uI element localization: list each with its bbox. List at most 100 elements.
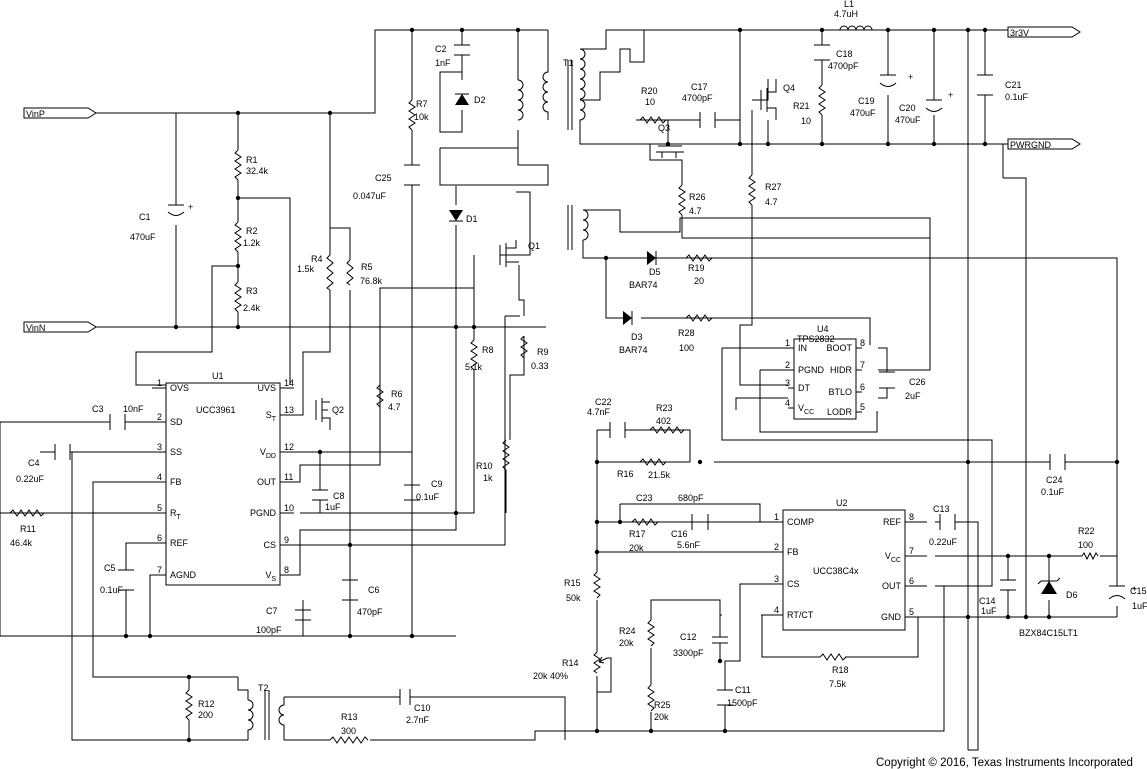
- label-c25v: 0.047uF: [353, 191, 387, 201]
- ic-u4-pin-number: 7: [860, 360, 865, 370]
- svg-text:+: +: [908, 72, 913, 82]
- label-c19v: 470uF: [850, 108, 876, 118]
- junctions: [123, 27, 1120, 743]
- ic-u1-pin-number: 7: [157, 565, 162, 575]
- ic-u1-pin-label: VS: [265, 570, 276, 583]
- label-r9: R9: [537, 347, 549, 357]
- ic-u2-pin-label: VCC: [885, 551, 901, 564]
- label-r16v: 21.5k: [648, 470, 671, 480]
- label-r5: R5: [361, 262, 373, 272]
- ic-u1-pin-label: REF: [170, 538, 189, 548]
- label-r26: R26: [689, 192, 706, 202]
- ic-u2-pin-label: REF: [883, 517, 902, 527]
- label-r15: R15: [564, 578, 581, 588]
- label-r6: R6: [391, 389, 403, 399]
- label-c7: C7: [266, 606, 278, 616]
- ic-u1-pin-number: 9: [284, 535, 289, 545]
- ic-u4-pin-label: VCC: [798, 403, 814, 416]
- label-r21v: 10: [801, 116, 811, 126]
- label-c3: C3: [92, 404, 104, 414]
- ic-u1-pin-number: 14: [284, 378, 294, 388]
- label-r8v: 5.1k: [465, 362, 483, 372]
- label-c6: C6: [368, 585, 380, 595]
- label-r20v: 10: [645, 97, 655, 107]
- ic-u2-pin-label: RT/CT: [787, 610, 814, 620]
- ic-u4-pin-number: 2: [785, 360, 790, 370]
- label-t1: T1: [563, 58, 574, 68]
- label-d1: D1: [466, 214, 478, 224]
- label-c18: C18: [836, 49, 853, 59]
- label-r10v: 1k: [483, 473, 493, 483]
- ic-u2-ref: U2: [836, 498, 848, 508]
- label-c10v: 2.7nF: [406, 715, 430, 725]
- ic-u1-pin-number: 10: [284, 503, 294, 513]
- ic-u2-pin-number: 8: [909, 512, 914, 522]
- label-c10: C10: [414, 703, 431, 713]
- label-r15v: 50k: [566, 593, 581, 603]
- label-r27v: 4.7: [765, 197, 778, 207]
- label-r22: R22: [1078, 526, 1095, 536]
- ic-u1-pin-label: ST: [266, 410, 277, 423]
- port-3r3v[interactable]: 3r3V: [1007, 26, 1081, 38]
- ic-u2-name: UCC38C4x: [813, 566, 859, 576]
- svg-text:+: +: [948, 90, 953, 100]
- ic-u1-pin-number: 3: [157, 442, 162, 452]
- ic-u2-pin-number: 3: [774, 574, 779, 584]
- magnetics: [237, 25, 873, 740]
- label-c22v: 4.7nF: [587, 407, 611, 417]
- label-r11v: 46.4k: [10, 538, 33, 548]
- ic-u4-pin-label: LODR: [827, 407, 853, 417]
- label-r14: R14: [562, 658, 579, 668]
- label-c12v: 3300pF: [673, 648, 704, 658]
- label-r12: R12: [198, 699, 215, 709]
- ic-u2-pin-label: CS: [787, 579, 800, 589]
- label-r13: R13: [341, 712, 358, 722]
- label-c20v: 470uF: [895, 115, 921, 125]
- label-c16: C16: [671, 529, 688, 539]
- label-c7v: 100pF: [256, 625, 282, 635]
- ic-u4-pin-number: 4: [785, 398, 790, 408]
- ic-u2-pin-number: 4: [774, 605, 779, 615]
- label-c8: C8: [333, 491, 345, 501]
- label-c22: C22: [595, 397, 612, 407]
- ic-u4-pin-label: IN: [798, 343, 807, 353]
- ic-u1-name: UCC3961: [196, 405, 236, 415]
- label-r7: R7: [416, 99, 428, 109]
- ic-u1-ref: U1: [212, 371, 224, 381]
- label-c5: C5: [104, 563, 116, 573]
- label-r10: R10: [476, 461, 493, 471]
- label-r17v: 20k: [629, 543, 644, 553]
- ic-u1-pin-label: SD: [170, 417, 183, 427]
- ic-u1-pin-number: 1: [157, 378, 162, 388]
- port-vinp[interactable]: VinP: [23, 107, 97, 119]
- label-r18: R18: [832, 665, 849, 675]
- label-r2: R2: [246, 226, 258, 236]
- label-t2: T2: [258, 683, 269, 693]
- ic-u1-pin-label: RT: [170, 508, 182, 521]
- ic-u4-pin-number: 6: [860, 382, 865, 392]
- label-r25: R25: [654, 700, 671, 710]
- label-d3: D3: [631, 332, 643, 342]
- label-c25: C25: [375, 173, 392, 183]
- label-r6v: 4.7: [388, 402, 401, 412]
- label-c24: C24: [1046, 475, 1063, 485]
- label-r19v: 20: [694, 276, 704, 286]
- ic-u2-pin-number: 5: [909, 607, 914, 617]
- port-vinn[interactable]: VinN: [23, 321, 97, 333]
- ic-u1-pin-number: 5: [157, 503, 162, 513]
- port-pwrgnd[interactable]: PWRGND: [1007, 138, 1081, 150]
- label-c15: C15: [1130, 586, 1147, 596]
- ic-u4-pin-label: DT: [798, 383, 810, 393]
- ic-u2-pin-number: 7: [909, 546, 914, 556]
- ic-u1-pin-number: 13: [284, 405, 294, 415]
- label-c23v: 680pF: [678, 493, 704, 503]
- label-c5v: 0.1uF: [100, 585, 124, 595]
- ic-u1-pin-label: OVS: [170, 383, 189, 393]
- ic-u2-pin-label: COMP: [787, 517, 814, 527]
- wires: [0, 29, 1118, 751]
- label-r3v: 2.4k: [243, 303, 261, 313]
